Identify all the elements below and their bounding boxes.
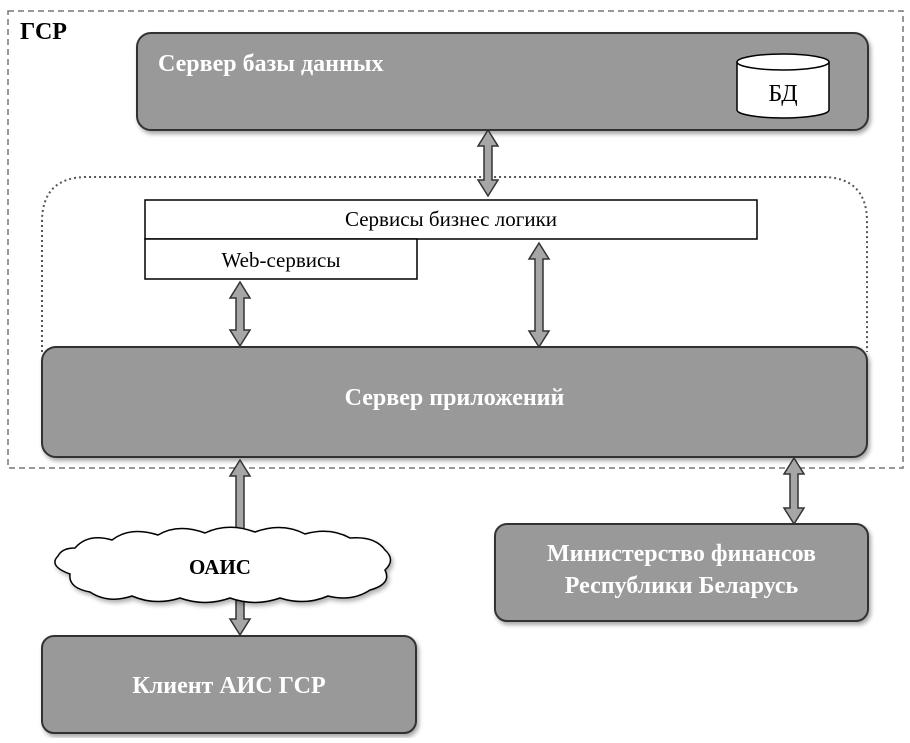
ministry-box xyxy=(494,523,869,622)
gsr-zone-boundary xyxy=(7,10,904,469)
client-box xyxy=(41,635,417,734)
app-server-label: Сервер приложений xyxy=(344,384,565,411)
client-label: Клиент АИС ГСР xyxy=(132,672,326,699)
app-server-box xyxy=(41,346,868,458)
web-services-label: Web-сервисы xyxy=(221,247,341,272)
db-server-box xyxy=(136,32,869,131)
arrow-db-to-logic xyxy=(476,128,500,198)
business-logic-label: Сервисы бизнес логики xyxy=(344,206,558,231)
arrow-web-to-app xyxy=(228,280,252,348)
network-cloud-icon xyxy=(54,526,392,604)
web-services-box xyxy=(144,238,418,280)
database-icon xyxy=(736,53,830,119)
db-server-label: Сервер базы данных xyxy=(158,50,384,77)
arrow-logic-to-app xyxy=(527,241,551,349)
arrow-app-to-ministry xyxy=(782,456,806,526)
db-label: БД xyxy=(768,80,798,107)
app-zone-boundary xyxy=(41,176,868,352)
ministry-label-line2: Республики Беларусь xyxy=(564,572,799,599)
ministry-label-line1: Министерство финансов xyxy=(547,540,816,567)
gsr-zone-label: ГСР xyxy=(20,18,67,45)
network-label: ОАИС xyxy=(189,554,251,579)
business-logic-box xyxy=(144,199,758,240)
